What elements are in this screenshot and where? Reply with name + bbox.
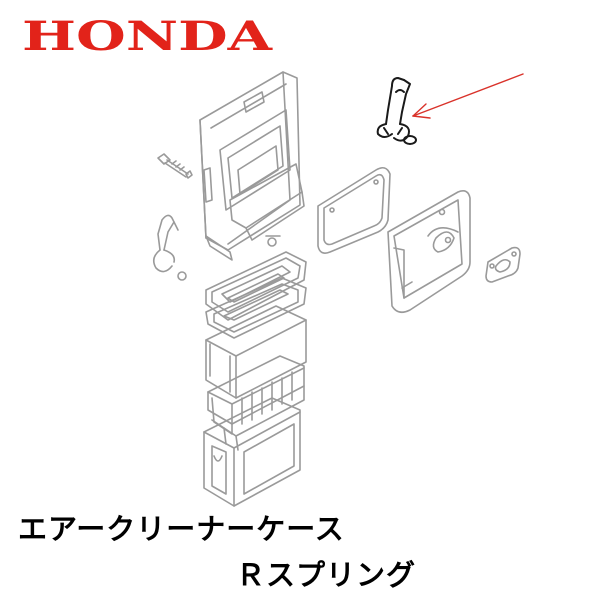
bolt xyxy=(157,153,193,179)
air-cleaner-case xyxy=(199,71,305,261)
filter-frame xyxy=(205,277,307,339)
r-spring-left xyxy=(152,214,187,281)
case-bottom xyxy=(203,397,301,507)
pointer-arrow xyxy=(412,73,524,119)
elbow-plate xyxy=(387,190,471,314)
r-spring-clip-icon xyxy=(376,77,417,145)
part-name-line-1: エアークリーナーケース xyxy=(18,512,345,546)
honda-logo-text: HONDA xyxy=(22,14,273,56)
part-name-line-2: Ｒスプリング xyxy=(236,558,417,592)
honda-logo: HONDA xyxy=(22,14,273,56)
paper-element xyxy=(207,355,305,451)
filter-element xyxy=(205,305,307,399)
small-gasket xyxy=(485,246,521,283)
cover-gasket xyxy=(317,166,391,254)
